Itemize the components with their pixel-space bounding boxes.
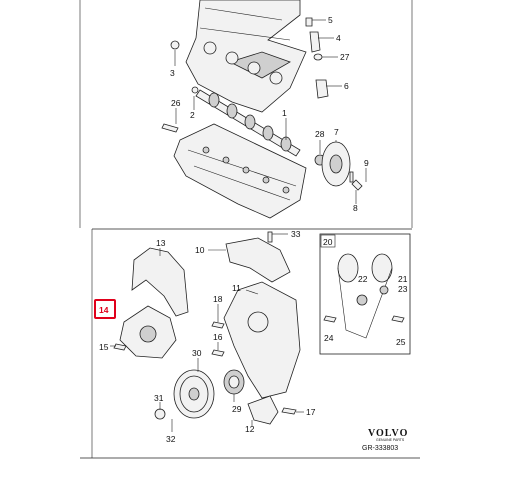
callout-top: 26 — [171, 98, 181, 108]
bottom-assembly: 14 33 13 10 20 22 21 23 11 18 16 15 30 2… — [80, 229, 420, 459]
callout-bottom: 24 — [324, 333, 334, 343]
callout-bottom: 12 — [245, 424, 255, 434]
front-cover-upper — [225, 237, 291, 283]
timing-belt-inset — [319, 233, 411, 355]
callout-bottom: 25 — [396, 337, 406, 347]
callout-top: 3 — [170, 68, 175, 78]
callout-bottom: 31 — [154, 393, 164, 403]
lower-cover-piece — [247, 395, 279, 425]
callout-bottom: 32 — [166, 434, 176, 444]
callout-top: 27 — [340, 52, 350, 62]
bolts-left — [161, 40, 199, 133]
callout-bottom: 20 — [323, 237, 333, 247]
sensor-parts — [305, 17, 329, 99]
callout-top: 1 — [282, 108, 287, 118]
callout-bottom: 17 — [306, 407, 316, 417]
callout-bottom: 29 — [232, 404, 242, 414]
callout-top: 7 — [334, 127, 339, 137]
callout-bottom: 21 — [398, 274, 408, 284]
callout-top: 2 — [190, 110, 195, 120]
cam-gear — [314, 141, 363, 191]
callout-top: 4 — [336, 33, 341, 43]
callout-bottom: 22 — [358, 274, 368, 284]
callout-top: 9 — [364, 158, 369, 168]
cylinder-head — [173, 123, 307, 219]
callout-bottom: 15 — [99, 342, 109, 352]
callout-bottom: 18 — [213, 294, 223, 304]
callout-top: 28 — [315, 129, 325, 139]
callout-bottom: 23 — [398, 284, 408, 294]
callout-top: 6 — [344, 81, 349, 91]
camshaft — [195, 89, 301, 157]
top-assembly: 5 4 27 3 6 26 2 1 28 7 9 8 — [79, 0, 413, 230]
crank-gear — [223, 369, 245, 395]
callout-bottom: 10 — [195, 245, 205, 255]
callout-bottom: 30 — [192, 348, 202, 358]
drawing-number: GR-333803 — [362, 445, 398, 452]
brand-logo: VOLVO — [368, 428, 408, 439]
callout-top: 5 — [328, 15, 333, 25]
highlighted-callout-label[interactable]: 14 — [99, 305, 109, 315]
crank-pulley — [173, 369, 215, 419]
valve-cover — [185, 0, 307, 113]
callout-top: 8 — [353, 203, 358, 213]
callout-bottom: 33 — [291, 229, 301, 239]
highlighted-callout-box[interactable] — [94, 299, 116, 319]
upper-timing-cover — [131, 247, 189, 317]
callout-bottom: 13 — [156, 238, 166, 248]
callout-bottom: 11 — [232, 283, 241, 293]
callout-bottom: 16 — [213, 332, 223, 342]
brand-subtitle: GENUINE PARTS — [376, 438, 405, 442]
front-cover-main — [223, 281, 301, 399]
